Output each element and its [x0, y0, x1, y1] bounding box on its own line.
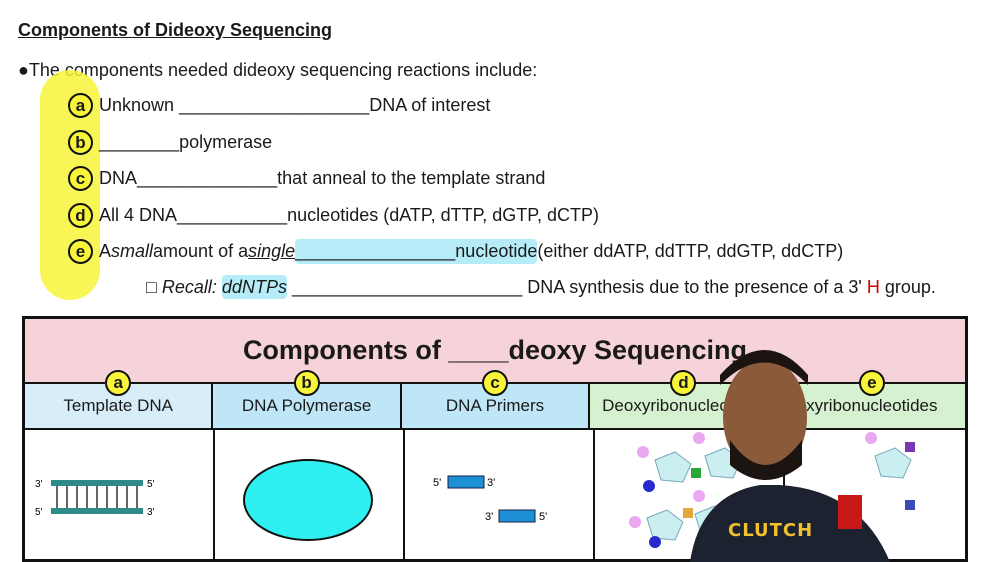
strand-end-label: 5': [35, 507, 43, 518]
presenter-video: [690, 350, 890, 562]
primer-end-label: 3': [487, 477, 495, 489]
item-text: All 4 DNA: [99, 205, 178, 225]
blank: _______________________: [286, 277, 523, 297]
intro-text: ●The components needed dideoxy sequencin…: [18, 60, 538, 80]
dideoxy-structures-icon: [865, 432, 915, 510]
badge-d: d: [68, 203, 93, 228]
item-text: DNA of interest: [369, 95, 491, 115]
badge-d: d: [670, 370, 697, 396]
strand-end-label: 3': [35, 479, 43, 490]
dna-polymerase-cell: [215, 430, 405, 559]
badge-b: b: [293, 370, 320, 396]
dna-primers-cell: 5' 3' 3' 5': [405, 430, 595, 559]
recall-red: H: [866, 277, 880, 297]
blank: ___________________: [179, 95, 370, 115]
item-text: A: [99, 241, 112, 261]
item-text: Unknown: [99, 95, 175, 115]
item-text: that anneal to the template strand: [277, 168, 546, 188]
recall-term: ddNTPs: [221, 275, 287, 299]
list-item-d: d All 4 DNA ___________nucleotides (dATP…: [68, 203, 599, 228]
blank: ________________: [295, 241, 456, 261]
item-text: amount of a: [153, 241, 249, 261]
badge-c: c: [68, 166, 93, 191]
item-text: polymerase: [179, 132, 273, 152]
item-text: nucleotides (dATP, dTTP, dGTP, dCTP): [287, 205, 599, 225]
column-label: xyribonucleotides: [806, 396, 938, 415]
recall-text: DNA synthesis due to the presence of a 3…: [522, 277, 867, 297]
primer-icon: 5' 3' 3' 5': [433, 475, 547, 523]
blank: ________: [99, 132, 180, 152]
strand-end-label: 5': [147, 479, 155, 490]
primer-end-label: 3': [485, 511, 493, 523]
item-text: DNA: [99, 168, 138, 188]
blank: ______________: [137, 168, 278, 188]
dna-ladder-icon: 3' 5' 5' 3': [35, 479, 155, 518]
checkbox-icon: □: [146, 277, 157, 297]
column-label: DNA Primers: [445, 396, 545, 415]
blank: ___________: [177, 205, 288, 225]
template-dna-cell: 3' 5' 5' 3': [25, 430, 215, 559]
badge-b: b: [68, 130, 93, 155]
strand-end-label: 3': [147, 507, 155, 518]
badge-e: e: [68, 239, 93, 264]
recall-label: Recall:: [161, 277, 222, 297]
item-emphasis: small: [111, 241, 154, 261]
list-item-c: c DNA ______________ that anneal to the …: [68, 166, 545, 191]
column-label: Template DNA: [63, 396, 173, 415]
badge-a: a: [68, 93, 93, 118]
list-item-a: a Unknown ___________________ DNA of int…: [68, 93, 490, 118]
badge-c: c: [482, 370, 509, 396]
badge-a: a: [105, 370, 132, 396]
list-item-b: b ________ polymerase: [68, 130, 272, 155]
list-item-e: e A small amount of a single ___________…: [68, 239, 843, 264]
item-emphasis: single: [248, 241, 296, 261]
column-label: DNA Polymerase: [241, 396, 372, 415]
page-title: Components of Dideoxy Sequencing: [18, 20, 333, 40]
primer-end-label: 5': [539, 511, 547, 523]
polymerase-oval-icon: [243, 459, 373, 541]
recall-text: group.: [879, 277, 936, 297]
badge-e: e: [858, 370, 885, 396]
primer-end-label: 5': [433, 477, 441, 489]
recall-line: □ Recall: ddNTPs _______________________…: [146, 275, 936, 299]
clutch-logo: CLUTCH: [728, 520, 814, 541]
item-text: nucleotide: [455, 241, 538, 261]
item-text: (either ddATP, ddTTP, ddGTP, ddCTP): [537, 241, 844, 261]
